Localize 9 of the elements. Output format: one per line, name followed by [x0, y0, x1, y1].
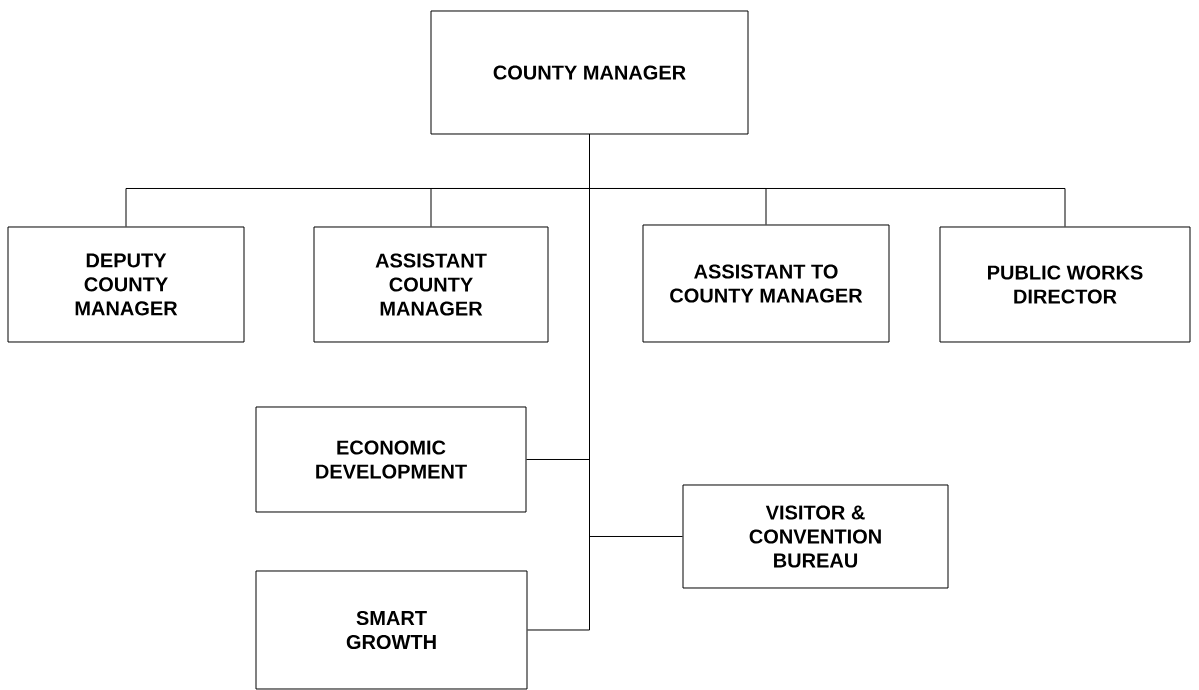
org-box: VISITOR & CONVENTION BUREAU	[682, 484, 949, 589]
org-box: SMART GROWTH	[255, 570, 528, 690]
org-box: DEPUTY COUNTY MANAGER	[7, 226, 245, 343]
connector-line	[527, 134, 590, 631]
org-box: ASSISTANT TO COUNTY MANAGER	[642, 224, 890, 343]
org-box: COUNTY MANAGER	[430, 10, 749, 135]
org-box: PUBLIC WORKS DIRECTOR	[939, 226, 1191, 343]
org-box: ECONOMIC DEVELOPMENT	[255, 406, 527, 513]
org-box: ASSISTANT COUNTY MANAGER	[313, 226, 549, 343]
